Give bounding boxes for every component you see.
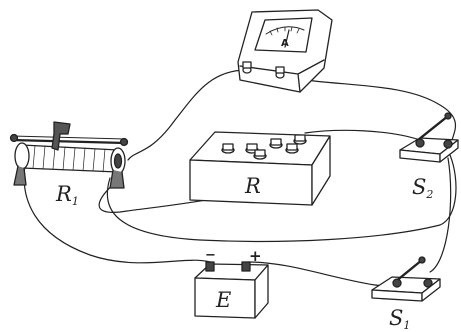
- switch-s1-contact: [423, 278, 433, 288]
- wire-rheostat-to-s1: [106, 154, 457, 243]
- switch-s2-contact: [443, 139, 453, 149]
- switch-s2-lever-knob: [444, 112, 452, 120]
- switch-s1-hinge: [392, 278, 402, 288]
- rheostat-right-foot: [109, 169, 125, 189]
- battery-negative-terminal: [205, 261, 215, 272]
- battery-positive-sign: +: [249, 247, 262, 265]
- ammeter-dial: [254, 17, 313, 53]
- switch-s1-label: S1: [389, 306, 410, 332]
- rheostat-slider[interactable]: [51, 121, 71, 151]
- wire-meter-to-rheostat: [127, 69, 248, 161]
- wires: [23, 69, 457, 287]
- wire-rheostat-to-battery: [23, 164, 211, 264]
- switch-s2-label: S2: [412, 175, 433, 201]
- ammeter-needle: [284, 29, 290, 48]
- rheostat-slide-bar-top: [11, 135, 126, 140]
- rheostat-left-terminal: [9, 133, 19, 143]
- switch-s1[interactable]: [371, 256, 441, 302]
- battery-side: [254, 264, 269, 319]
- resistance-box-knobs: [221, 134, 307, 160]
- switch-s1-lever[interactable]: [393, 258, 424, 284]
- battery-negative-sign: −: [205, 248, 216, 263]
- ammeter-terminals: [242, 61, 285, 79]
- rheostat-windings: [32, 145, 106, 173]
- resistance-box-side: [311, 135, 331, 206]
- ammeter-base: [239, 59, 325, 93]
- wire-box-to-s2: [304, 129, 421, 141]
- resistance-box-label: R: [244, 174, 261, 198]
- battery: − +: [194, 247, 269, 319]
- wire-battery-to-s1: [247, 261, 399, 287]
- rheostat: [9, 121, 129, 189]
- rheostat-left-foot: [13, 165, 27, 186]
- switch-s1-lever-knob: [418, 256, 426, 264]
- ammeter-scale-ticks: [269, 26, 300, 36]
- rheostat-slide-bar: [10, 138, 127, 145]
- wire-meter-to-s2: [279, 74, 456, 141]
- wire-s1-to-s2: [429, 157, 452, 273]
- rheostat-label: R1: [55, 182, 79, 208]
- resistance-box: [189, 131, 331, 206]
- rheostat-right-terminal: [119, 137, 129, 147]
- ammeter: A: [237, 9, 333, 93]
- rheostat-left-cap: [14, 142, 30, 170]
- resistance-box-top: [189, 131, 331, 166]
- switch-s2-lever[interactable]: [416, 114, 450, 142]
- switch-s2-hinge: [415, 138, 425, 148]
- battery-label: E: [215, 288, 231, 312]
- ammeter-symbol: A: [281, 38, 289, 49]
- battery-positive-terminal: [241, 261, 251, 272]
- switch-s1-base-side: [421, 278, 441, 302]
- switch-s2[interactable]: [399, 112, 459, 163]
- rheostat-right-hub: [113, 153, 123, 169]
